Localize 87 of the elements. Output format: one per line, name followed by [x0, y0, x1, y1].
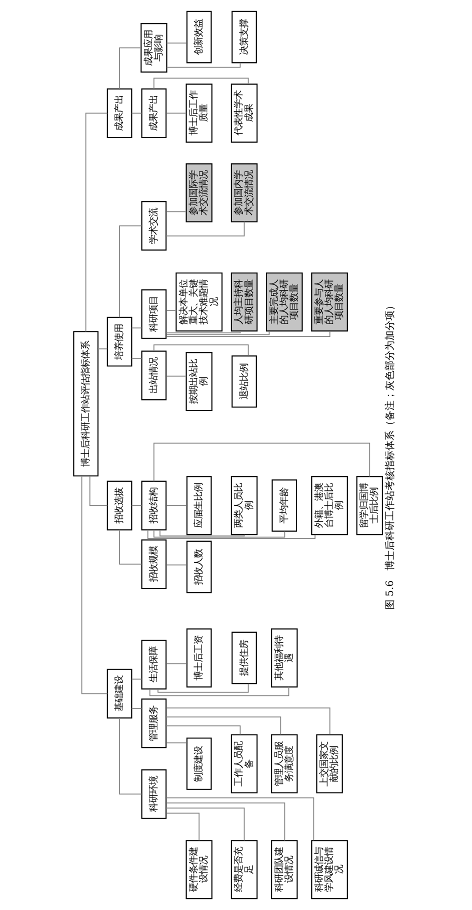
connector [165, 742, 187, 744]
connector [165, 812, 200, 841]
connector [165, 802, 285, 841]
connector [118, 225, 142, 318]
node-box: 创新效益 [186, 10, 212, 64]
node-box: 成果应用与影响 [140, 23, 167, 73]
node-box: 科研项目 [140, 289, 166, 339]
connector [165, 221, 244, 236]
node-box: 提供住房 [231, 632, 256, 684]
connector [165, 330, 270, 336]
connector [165, 716, 281, 736]
connector [152, 344, 248, 356]
node-box: 招收规模 [140, 539, 166, 590]
node-box: 管理人员服务满意度 [270, 734, 298, 794]
node-box: 制度建设 [186, 738, 212, 790]
connector [165, 330, 240, 334]
node-box: 两类人员比例 [230, 476, 258, 536]
node-box: 招收结构 [140, 480, 166, 530]
connector [118, 529, 142, 565]
connector [165, 310, 176, 311]
connector [165, 376, 186, 377]
connector [130, 327, 142, 328]
connector [166, 42, 187, 44]
node-box: 退站比例 [231, 355, 256, 408]
node-box: 经费是否充足 [230, 840, 258, 900]
connector [159, 530, 244, 536]
connector [130, 112, 142, 114]
connector [165, 663, 187, 664]
node-box: 应届生比例 [186, 476, 212, 536]
node-box: 博士后工作质量 [185, 84, 212, 143]
node-box: 重要参与人的人均科研项目数量 [310, 272, 348, 332]
node-box: 代表性学术成果 [230, 84, 258, 143]
node-box: 科研诚信与学风建设情况 [310, 840, 348, 900]
node-box: 成果产出 [140, 88, 166, 138]
connector [97, 348, 108, 350]
node-box: 基础建设 [106, 668, 132, 718]
connector [165, 708, 330, 735]
node-box: 博士后工资 [186, 628, 212, 688]
node-box: 科研环境 [140, 769, 166, 819]
connector [165, 211, 186, 212]
node-box: 上交国家文献的比例 [316, 734, 342, 794]
connector [148, 686, 289, 696]
node-box: 招收选拔 [106, 480, 132, 530]
node-box: 管理服务 [140, 698, 166, 748]
connector [165, 330, 330, 337]
connector [130, 505, 142, 506]
node-box: 决策支撑 [231, 10, 256, 64]
connector [130, 678, 142, 680]
connector [152, 529, 285, 538]
node-box: 留学归国博士后比例 [356, 476, 382, 536]
connector [118, 47, 141, 90]
connector [130, 358, 142, 360]
connector [130, 708, 142, 709]
connector [152, 442, 370, 482]
node-box: 平均年龄 [271, 479, 297, 532]
node-box: 工作人员配备 [230, 734, 258, 794]
node-box: 外籍、港澳台博士后比例 [310, 476, 348, 536]
node-box: 科研团队建设情况 [270, 840, 298, 900]
node-box: 出站情况 [140, 350, 166, 400]
connector [165, 808, 244, 841]
node-box: 生活保障 [140, 640, 166, 690]
node-box: 博士后科研工作站评估指标体系 [72, 331, 98, 476]
connector [165, 112, 186, 114]
connector [165, 725, 240, 736]
connector [165, 564, 187, 566]
node-box: 解决本单位重大、关键技术难题情况 [175, 272, 222, 332]
connector [157, 683, 248, 693]
connector [166, 62, 240, 68]
connector [146, 529, 315, 540]
node-box: 人均主持科研项目数量 [230, 272, 258, 332]
node-box: 成果产出 [106, 88, 132, 138]
connector [84, 112, 108, 332]
node-box: 培养使用 [106, 316, 132, 367]
connector [118, 718, 142, 795]
node-box: 参加国内学术交流情况 [230, 163, 258, 222]
connector [88, 476, 108, 506]
connector [80, 476, 108, 694]
node-box: 学术交流 [140, 200, 166, 251]
node-box: 按期出站比例 [185, 352, 212, 412]
node-box: 其他福利待遇 [270, 628, 298, 688]
node-box: 硬件条件建设情况 [185, 840, 212, 900]
node-box: 主要完成人的人均科研项目数量 [265, 272, 302, 332]
connector [165, 797, 314, 841]
connector [165, 505, 187, 506]
caption: 图 5.6 博士后科研工作站考核指标体系（备注；灰色部分为加分项） [384, 300, 396, 610]
node-box: 招收人数 [186, 540, 212, 594]
node-box: 参加国际学术交流情况 [185, 163, 212, 222]
